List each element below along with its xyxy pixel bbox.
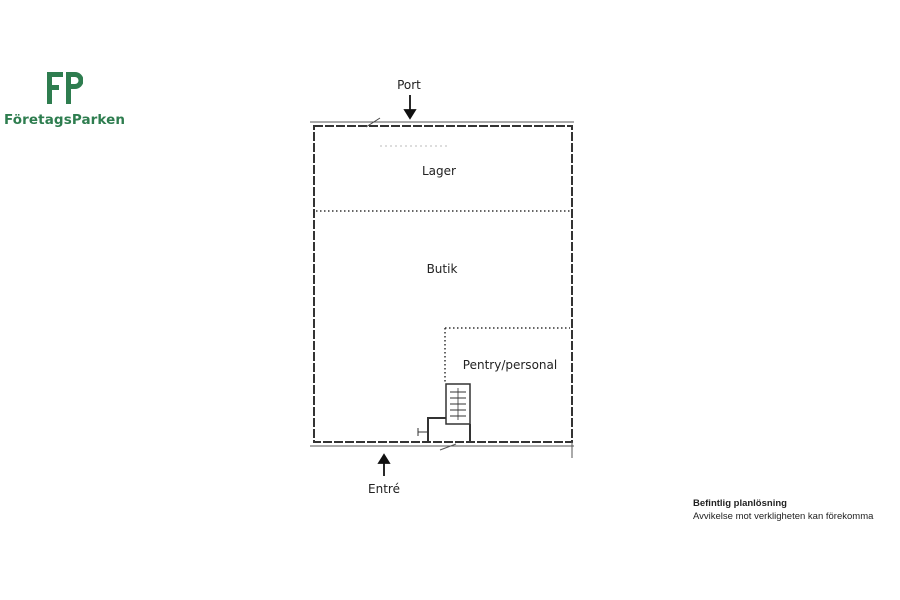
stairs — [445, 383, 471, 425]
entrance-arrow — [377, 453, 391, 476]
note-title: Befintlig planlösning — [693, 498, 787, 509]
brand-logo: FöretagsParken — [4, 70, 134, 132]
port-arrow — [403, 95, 417, 120]
note-disclaimer: Avvikelse mot verkligheten kan förekomma — [693, 511, 874, 522]
bottom-facade — [310, 442, 574, 458]
plan-note: Befintlig planlösning Avvikelse mot verk… — [693, 497, 873, 523]
port-door — [365, 117, 381, 128]
fp-monogram-icon — [47, 72, 83, 104]
pentry-partition — [444, 327, 570, 384]
room-label-lager: Lager — [422, 164, 456, 178]
entrance-label: Entré — [368, 482, 400, 496]
room-label-butik: Butik — [427, 262, 458, 276]
outer-wall — [313, 125, 573, 443]
room-label-pentry: Pentry/personal — [463, 358, 557, 372]
brand-name: FöretagsParken — [4, 112, 126, 128]
entrance-walls — [417, 417, 471, 442]
port-label: Port — [397, 78, 421, 92]
